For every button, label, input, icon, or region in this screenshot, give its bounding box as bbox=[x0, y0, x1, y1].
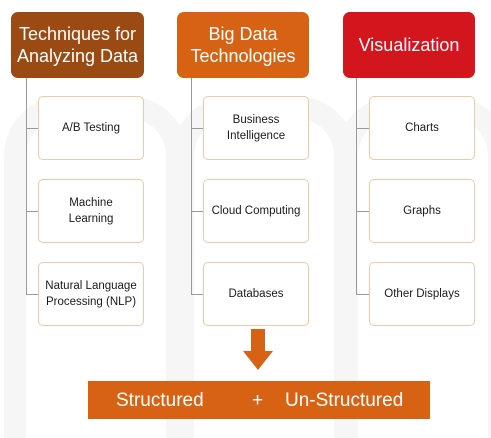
item-cloud-computing: Cloud Computing bbox=[203, 179, 309, 243]
tree-line-visualization bbox=[356, 78, 357, 294]
branch-cloud-computing bbox=[191, 211, 203, 212]
branch-other-displays bbox=[356, 294, 369, 295]
down-arrow-head bbox=[243, 351, 273, 370]
label-un-structured: Un-Structured bbox=[285, 390, 404, 411]
item-machine-learning: Machine Learning bbox=[38, 179, 144, 243]
item-other-displays: Other Displays bbox=[369, 262, 475, 326]
item-charts: Charts bbox=[369, 96, 475, 160]
branch-graphs bbox=[356, 211, 369, 212]
label-structured: Structured bbox=[116, 390, 204, 411]
plus-sign: + bbox=[252, 390, 264, 411]
branch-nlp bbox=[26, 294, 38, 295]
item-graphs: Graphs bbox=[369, 179, 475, 243]
branch-machine-learning bbox=[26, 211, 38, 212]
branch-charts bbox=[356, 128, 369, 129]
branch-databases bbox=[191, 294, 203, 295]
header-visualization: Visualization bbox=[343, 12, 475, 78]
header-techniques-for-analyzing-data: Techniques for Analyzing Data bbox=[11, 12, 144, 78]
item-databases: Databases bbox=[203, 262, 309, 326]
tree-line-techniques bbox=[26, 78, 27, 294]
item-natural-language-processing: Natural Language Processing (NLP) bbox=[38, 262, 144, 326]
branch-business-intelligence bbox=[191, 128, 203, 129]
item-business-intelligence: Business Intelligence bbox=[203, 96, 309, 160]
header-big-data-technologies: Big Data Technologies bbox=[177, 12, 309, 78]
branch-ab-testing bbox=[26, 128, 38, 129]
result-bar: Structured + Un-Structured bbox=[88, 381, 430, 419]
down-arrow-shaft bbox=[251, 329, 265, 353]
item-ab-testing: A/B Testing bbox=[38, 96, 144, 160]
tree-line-big-data bbox=[191, 78, 192, 294]
